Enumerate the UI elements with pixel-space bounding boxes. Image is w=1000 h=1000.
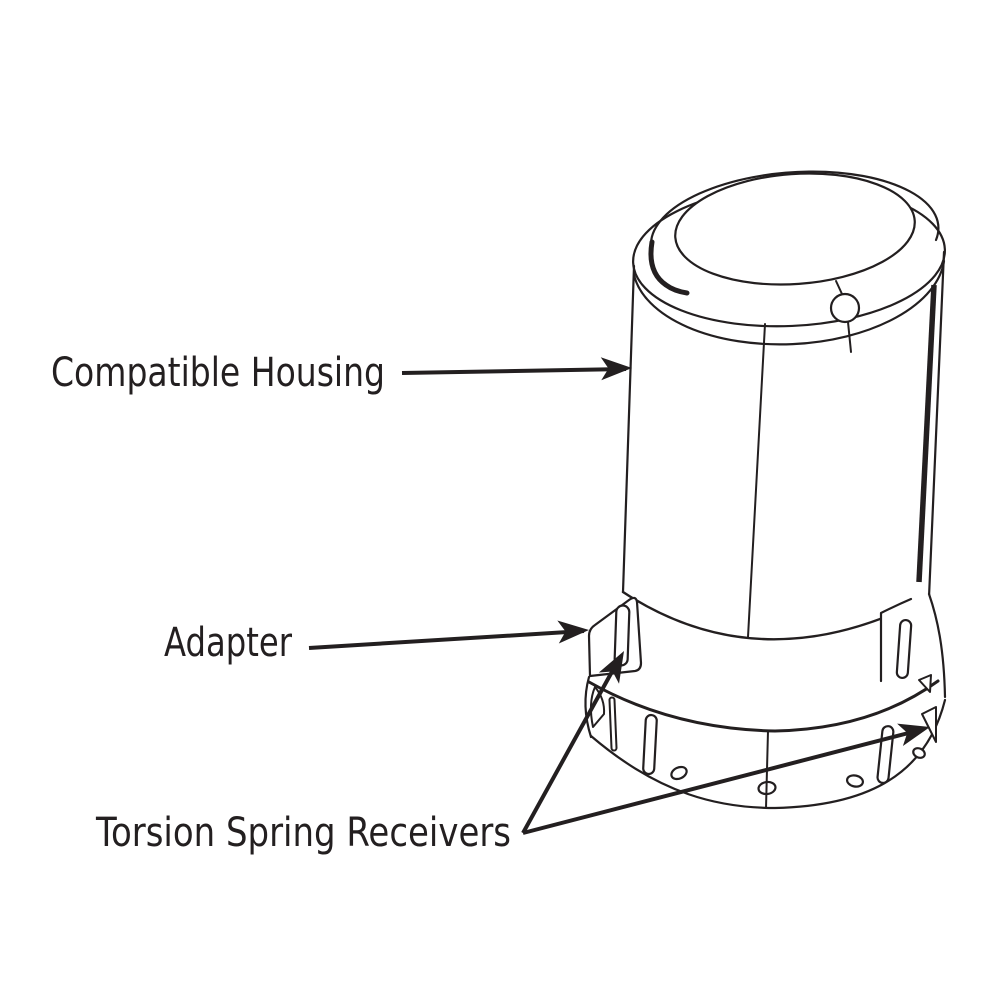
torsion-arrowhead-left-icon: [598, 651, 624, 684]
knob-seam-lower: [847, 321, 852, 353]
housing-body: [621, 170, 946, 641]
callout-arrows: [308, 357, 930, 835]
adapter-notch-upper: [918, 674, 932, 693]
rivet-hole-1: [670, 765, 688, 781]
adapter-arrowhead-icon: [557, 620, 589, 644]
adapter-left-silhouette: [584, 675, 593, 739]
knob-circle: [829, 292, 861, 324]
housing-right-edge: [927, 250, 946, 599]
rim-lower-front-edge: [632, 259, 946, 346]
label-adapter: Adapter: [164, 620, 292, 666]
band-slot-right: [876, 725, 895, 785]
adapter-arrow-line: [308, 629, 585, 650]
adapter-right-silhouette: [927, 592, 947, 699]
housing-dome-edge: [649, 170, 940, 245]
rivet-hole-4: [912, 747, 926, 759]
adapter-notch-lower: [921, 706, 937, 743]
knob-seam-upper: [835, 280, 843, 295]
torsion-spring-receiver-slot-right: [895, 618, 913, 680]
housing-arrowhead-icon: [600, 357, 632, 381]
torsion-arrowhead-right-icon: [897, 723, 930, 746]
torsion-arrow-line-right: [522, 727, 925, 835]
housing-top-face: [674, 172, 916, 286]
housing-left-edge: [621, 264, 636, 594]
housing-arrow-line: [401, 367, 627, 375]
label-torsion-spring-receivers: Torsion Spring Receivers: [95, 810, 511, 856]
band-slot-left: [642, 713, 658, 776]
band-slot-thin-core: [610, 698, 616, 750]
adapter-right-tab: [879, 597, 913, 683]
adapter-top-front-edge: [587, 679, 940, 733]
housing-accent-stroke: [916, 284, 937, 583]
housing-body-fill: [623, 252, 944, 640]
housing-front-seam: [747, 323, 766, 638]
adapter-band: [584, 592, 947, 810]
rivet-hole-3: [845, 774, 865, 788]
torsion-arrow-line-left: [521, 658, 621, 834]
adapter-bottom-front-edge: [589, 698, 947, 810]
rim-gap-shadow: [648, 239, 690, 296]
label-compatible-housing: Compatible Housing: [51, 350, 385, 396]
callout-labels: Compatible Housing Adapter Torsion Sprin…: [51, 350, 511, 856]
